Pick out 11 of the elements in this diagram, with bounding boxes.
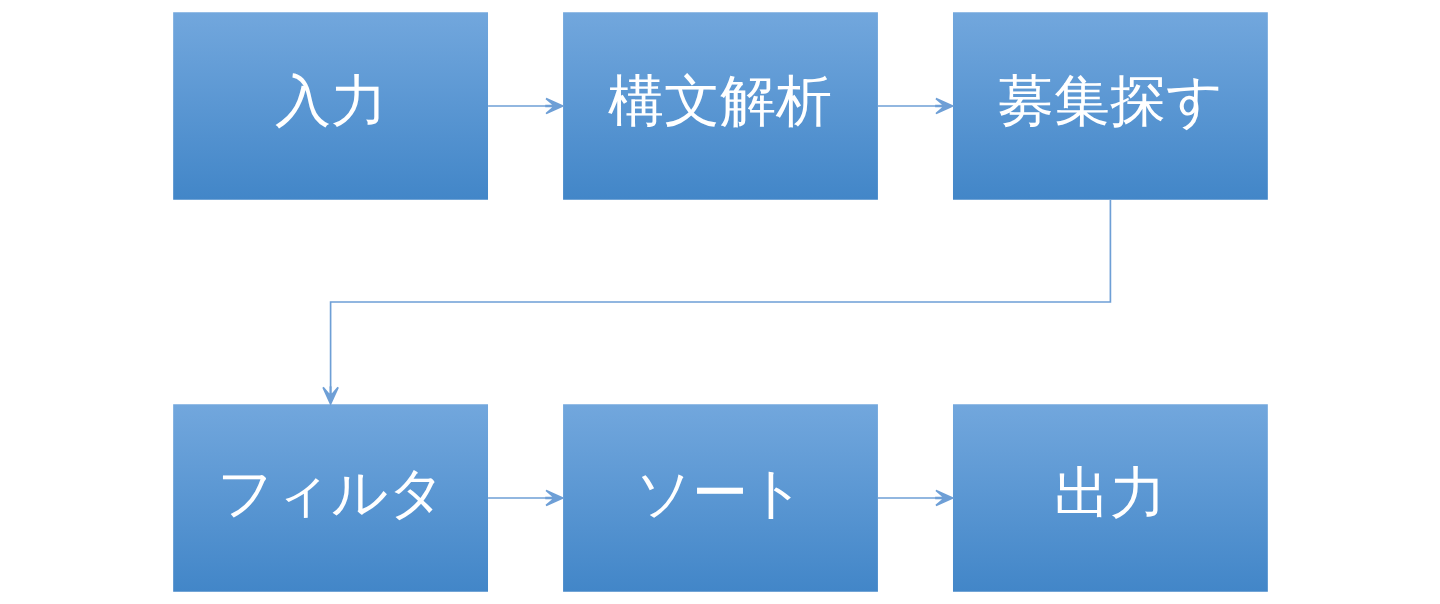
arrow [486,97,564,115]
node-box: ソート [562,404,878,592]
arrow [486,489,564,507]
arrow [876,97,953,115]
node-box: 構文解析 [562,12,878,200]
node-box: 出力 [952,404,1268,592]
arrow [876,489,953,507]
node-box: フィルタ [172,404,488,592]
node-box: 入力 [172,12,488,200]
arrow [321,199,1111,405]
node-box: 募集探す [952,12,1268,200]
